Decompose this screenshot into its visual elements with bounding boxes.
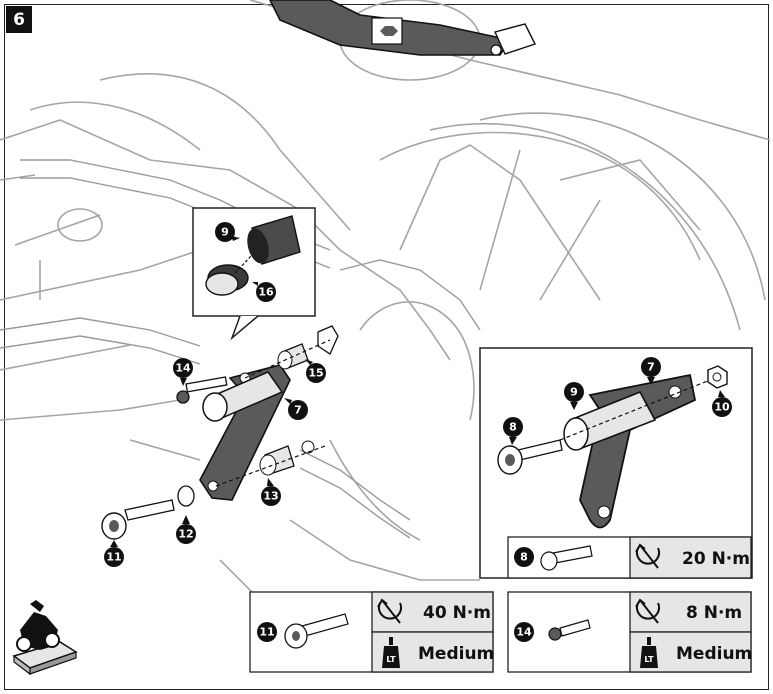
svg-text:20 N·m: 20 N·m xyxy=(682,549,750,569)
threadlock-bottle-icon: LT xyxy=(640,637,658,668)
svg-text:Medium: Medium xyxy=(418,644,494,664)
bolt-14 xyxy=(176,376,228,404)
svg-text:8: 8 xyxy=(509,421,517,434)
svg-text:9: 9 xyxy=(570,386,578,399)
threadlock-bottle-icon: LT xyxy=(382,637,400,668)
torque-box-11: 11 40 N·m LT Medium xyxy=(249,591,494,673)
callout-16: 16 xyxy=(252,282,276,302)
svg-text:8: 8 xyxy=(520,551,528,564)
callout-markers: 9 16 14 15 7 13 12 11 7 9 10 8 xyxy=(104,222,732,567)
callout-10: 10 xyxy=(712,390,732,417)
svg-text:40 N·m: 40 N·m xyxy=(423,603,491,623)
top-bracket xyxy=(269,0,536,56)
svg-text:7: 7 xyxy=(294,404,302,417)
torque-box-8: 8 20 N·m xyxy=(507,536,752,579)
callout-12: 12 xyxy=(176,515,196,544)
torque-box-14: 14 8 N·m LT Medium xyxy=(507,591,752,673)
callout-9-inset: 9 xyxy=(215,222,240,242)
svg-text:7: 7 xyxy=(647,361,655,374)
torque-wrench-icon xyxy=(635,598,660,624)
spacer-13 xyxy=(259,445,295,476)
svg-text:10: 10 xyxy=(714,401,730,414)
svg-text:LT: LT xyxy=(644,655,654,664)
callout-14: 14 xyxy=(173,358,193,386)
svg-text:13: 13 xyxy=(263,490,278,503)
main-assembly xyxy=(101,325,339,540)
washer-12 xyxy=(177,485,195,507)
motorcycle-background-sketch xyxy=(0,0,771,621)
svg-text:14: 14 xyxy=(175,362,191,375)
step-number: 6 xyxy=(6,6,32,33)
svg-text:12: 12 xyxy=(178,528,193,541)
svg-text:9: 9 xyxy=(221,226,229,239)
svg-text:14: 14 xyxy=(516,626,532,639)
torque-wrench-icon xyxy=(635,543,660,569)
callout-15: 15 xyxy=(305,359,326,383)
detail-inset-plug xyxy=(192,207,316,341)
torque-wrench-icon xyxy=(377,598,402,624)
callout-11: 11 xyxy=(104,540,124,567)
svg-text:Medium: Medium xyxy=(676,644,752,664)
svg-text:LT: LT xyxy=(386,655,396,664)
motorcycle-service-icon xyxy=(12,600,78,676)
svg-text:16: 16 xyxy=(258,286,274,299)
svg-text:15: 15 xyxy=(308,367,323,380)
svg-text:11: 11 xyxy=(259,626,274,639)
callout-13: 13 xyxy=(261,478,281,506)
callout-9-detail: 9 xyxy=(564,382,584,410)
callout-8-detail: 8 xyxy=(503,417,523,445)
bolt-11 xyxy=(101,499,175,540)
svg-text:8 N·m: 8 N·m xyxy=(686,603,742,623)
callout-7: 7 xyxy=(284,398,308,420)
callout-7-detail: 7 xyxy=(641,357,661,385)
svg-text:11: 11 xyxy=(106,551,121,564)
